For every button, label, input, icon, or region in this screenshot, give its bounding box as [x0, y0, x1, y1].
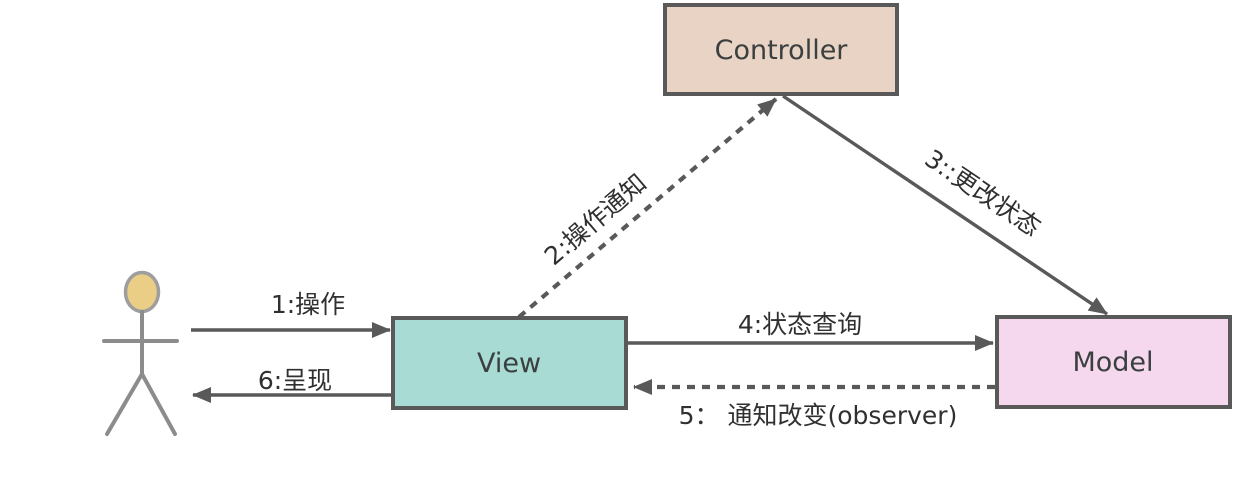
- message-2-arrow: [517, 97, 778, 319]
- actor-head: [123, 270, 161, 314]
- view-label: View: [477, 348, 541, 379]
- actor-figure: [102, 270, 179, 436]
- message-1-label: 1:操作: [271, 290, 345, 319]
- controller-label: Controller: [715, 35, 849, 66]
- message-4-label: 4:状态查询: [738, 310, 862, 339]
- message-6-label: 6:呈现: [258, 366, 332, 395]
- controller-box: [663, 3, 899, 96]
- model-node: Model: [995, 315, 1232, 409]
- message-3-arrow: [782, 94, 1108, 316]
- actor-leg-right: [140, 372, 177, 436]
- controller-node: Controller: [663, 3, 899, 96]
- model-box: [995, 315, 1232, 409]
- view-box: [391, 316, 628, 410]
- view-node: View: [391, 316, 628, 410]
- model-label: Model: [1072, 347, 1153, 378]
- message-3-label: 3::更改状态: [920, 144, 1046, 242]
- message-5-label: 5： 通知改变(observer): [679, 401, 958, 430]
- actor-leg-left: [105, 372, 144, 436]
